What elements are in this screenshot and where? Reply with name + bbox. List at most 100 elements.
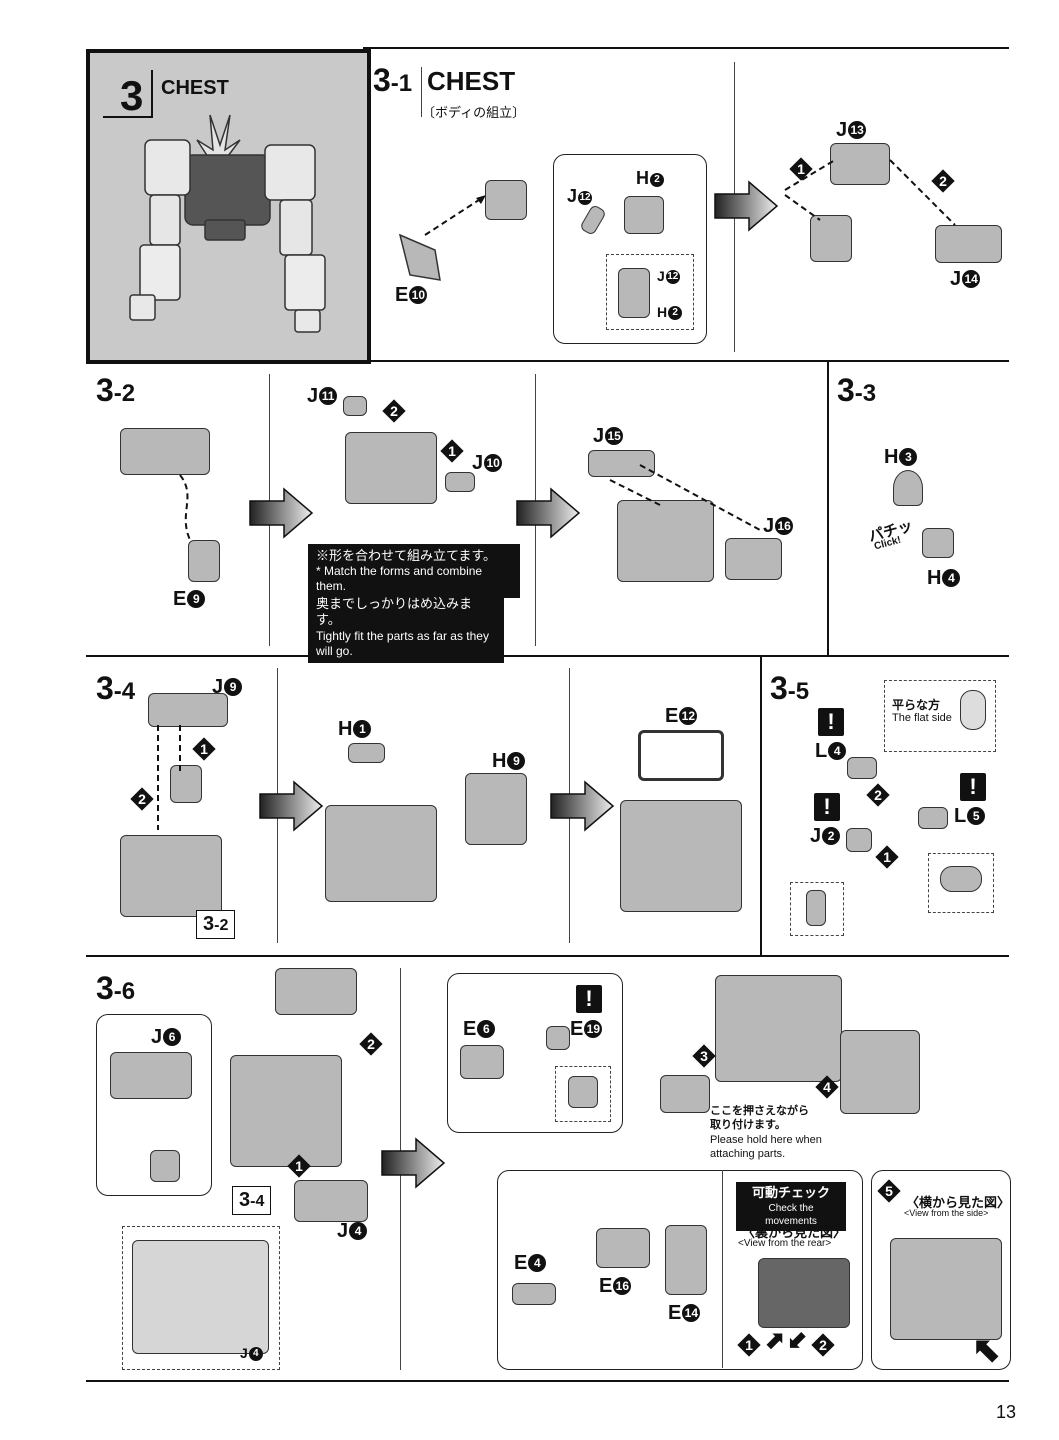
part-chest-assembly-s34b	[325, 805, 437, 902]
step-3-1-big-arrow	[714, 180, 779, 232]
seq-marker-3-s36: 3	[692, 1044, 716, 1068]
seq-marker-1-s32: 1	[440, 439, 464, 463]
step-3-1-title-divider	[421, 67, 422, 117]
row1-divider	[86, 360, 1009, 362]
part-j15-shape	[588, 450, 655, 477]
part-j14-shape	[935, 225, 1002, 263]
part-j16-shape	[725, 538, 782, 580]
part-h4-shape	[922, 528, 954, 558]
flat-side-en: The flat side	[892, 712, 952, 724]
seq-marker-2-s36: 2	[359, 1032, 383, 1056]
part-side-view-shape	[890, 1238, 1002, 1340]
part-flat-side-shape	[960, 690, 986, 730]
step-3-4-number: 3-4	[96, 670, 136, 706]
part-e10-shape	[398, 233, 441, 281]
part-l4-shape	[847, 757, 877, 779]
hold-note: ここを押さえながら 取り付けます。 Please hold here when …	[710, 1105, 822, 1160]
part-j6-sub-shape	[150, 1150, 180, 1182]
part-chest-assembly-s36	[230, 1055, 342, 1167]
part-j6-shape	[110, 1052, 192, 1099]
part-l5-shape	[918, 807, 948, 829]
chest-robot-illustration	[129, 114, 326, 333]
part-e19-shape	[546, 1026, 570, 1050]
part-rear-view-shape	[758, 1258, 850, 1328]
step-3-6-number: 3-6	[96, 970, 136, 1006]
seq-marker-1: 1	[789, 157, 813, 181]
part-h3-shape	[893, 470, 923, 506]
step-3-5-number: 3-5	[770, 670, 810, 706]
seq-marker-1-s36: 1	[287, 1154, 311, 1178]
part-j4-shape	[294, 1180, 368, 1222]
warning-icon-e19-visible: !	[576, 985, 602, 1013]
step-3-6-big-arrow	[381, 1137, 446, 1189]
part-e12-shape	[638, 730, 724, 781]
step-3-1-subtitle: 〔ボディの組立〕	[422, 105, 526, 120]
step-3-2-dashed-lines	[609, 464, 761, 531]
side-view-jp: 〈横から見た図〉	[906, 1195, 1011, 1210]
part-e6-shape	[460, 1045, 504, 1079]
step-3-title: CHEST	[161, 77, 229, 99]
part-chest-main-s36	[715, 975, 842, 1082]
step-3-3-number: 3-3	[837, 372, 877, 408]
down-arrow-icon: ⬋	[787, 1327, 808, 1354]
rear-view-en: <View from the rear>	[738, 1238, 832, 1249]
step-3-number-box	[103, 70, 153, 118]
seq-marker-2-s35: 2	[866, 783, 890, 807]
step-3-2-big-arrow-b	[516, 487, 581, 539]
row3-divider-c	[760, 657, 762, 955]
part-core-shape-s34	[170, 765, 202, 803]
part-detail-e19	[568, 1076, 598, 1108]
side-arrow-icon: ⬉	[972, 1331, 1001, 1369]
part-e4-attach-shape	[840, 1030, 920, 1114]
step-3-2-note-match: ※形を合わせて組み立てます。 * Match the forms and com…	[308, 544, 520, 599]
step-3-1-number: 3-1	[373, 62, 413, 98]
part-e14-shape	[665, 1225, 707, 1295]
seq-marker-1-s34: 1	[192, 737, 216, 761]
step-3-4-dashed-lines	[157, 725, 181, 830]
page-number: 13	[996, 1402, 1017, 1422]
step-3-1-title: CHEST	[427, 66, 516, 96]
part-j9-shape	[148, 693, 228, 727]
part-chest-assembly-c	[617, 500, 714, 582]
part-detail-j2	[806, 890, 826, 926]
step-3-4-ref-3-2: 3-2	[196, 910, 236, 939]
step-3-2-number: 3-2	[96, 372, 136, 408]
dashed-arrow-e10	[424, 195, 486, 236]
part-e16-shape	[596, 1228, 650, 1268]
part-j2-shape	[846, 828, 872, 852]
warning-icon-j2: !	[814, 793, 840, 821]
part-left-piece	[810, 215, 852, 262]
part-detail-l5	[940, 866, 982, 892]
part-chest-assembly-s34c	[620, 800, 742, 912]
warning-icon-l4: !	[818, 708, 844, 736]
part-chest-assembly-b	[345, 432, 437, 504]
step-3-6-ref-3-4: 3-4	[232, 1186, 272, 1215]
row2-divider	[86, 655, 1009, 657]
part-j11-shape	[343, 396, 367, 416]
part-e4-shape	[512, 1283, 556, 1305]
warning-icon-l5: !	[960, 773, 986, 801]
step-3-2-big-arrow-a	[249, 487, 314, 539]
